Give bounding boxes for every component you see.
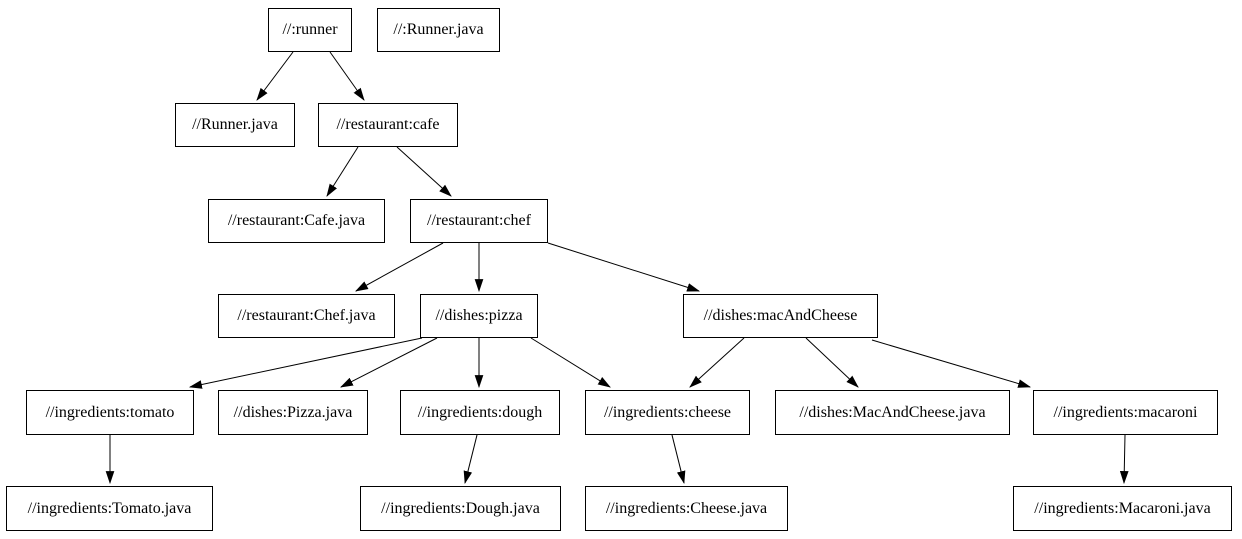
graph-node-runner-java: //Runner.java [175, 103, 295, 147]
edge-group [105, 51, 1129, 485]
graph-node-label: //restaurant:cafe [336, 116, 440, 133]
edge-cheese-to-cheese-java [671, 434, 686, 485]
graph-node-macaroni: //ingredients:macaroni [1033, 390, 1218, 435]
graph-node-runner: //:runner [268, 8, 352, 52]
graph-node-cafe-java: //restaurant:Cafe.java [208, 199, 385, 243]
graph-node-label: //ingredients:Dough.java [381, 499, 540, 517]
graph-node-label: //restaurant:chef [427, 212, 531, 229]
graph-node-cheese-java: //ingredients:Cheese.java [585, 486, 788, 531]
graph-node-runner-java-top: //:Runner.java [377, 8, 500, 52]
graph-node-label: //ingredients:Macaroni.java [1034, 499, 1211, 517]
graph-node-label: //restaurant:Cafe.java [227, 212, 366, 229]
graph-node-chef-java: //restaurant:Chef.java [218, 294, 395, 338]
graph-node-label: //dishes:pizza [435, 307, 523, 324]
graph-node-label: //Runner.java [192, 116, 278, 133]
graph-node-tomato-java: //ingredients:Tomato.java [6, 486, 213, 531]
edge-chef-to-mac-and-cheese [547, 242, 701, 292]
graph-node-label: //ingredients:cheese [603, 403, 732, 421]
graph-node-mac-java: //dishes:MacAndCheese.java [775, 390, 1010, 435]
edge-dough-to-dough-java [463, 434, 478, 485]
graph-node-label: //:runner [282, 21, 338, 38]
graph-node-label: //ingredients:macaroni [1053, 403, 1198, 421]
graph-node-pizza-java: //dishes:Pizza.java [218, 390, 368, 435]
graph-node-label: //:Runner.java [393, 21, 484, 38]
graph-node-dough: //ingredients:dough [400, 390, 560, 435]
edge-runner-to-runner-java [256, 51, 294, 101]
graph-node-label: //dishes:Pizza.java [233, 403, 353, 421]
edge-runner-to-cafe [329, 51, 365, 101]
graph-node-label: //ingredients:Tomato.java [27, 499, 192, 517]
edge-pizza-to-cheese [530, 337, 611, 388]
graph-node-label: //dishes:macAndCheese [703, 307, 858, 324]
edge-macaroni-to-macaroni-java [1119, 434, 1129, 485]
graph-node-mac-and-cheese: //dishes:macAndCheese [683, 294, 878, 338]
edge-mac-and-cheese-to-mac-java [805, 337, 859, 388]
edge-cafe-to-cafe-java [326, 146, 359, 197]
graph-node-cafe: //restaurant:cafe [318, 103, 458, 147]
edge-pizza-to-pizza-java [340, 337, 438, 388]
graph-node-cheese: //ingredients:cheese [585, 390, 750, 435]
graph-node-tomato: //ingredients:tomato [26, 390, 194, 435]
graph-node-dough-java: //ingredients:Dough.java [360, 486, 561, 531]
graph-node-label: //dishes:MacAndCheese.java [799, 403, 986, 421]
graph-node-chef: //restaurant:chef [410, 199, 548, 243]
edge-cafe-to-chef [396, 146, 452, 197]
graph-node-label: //ingredients:dough [417, 403, 543, 421]
graph-node-pizza: //dishes:pizza [420, 294, 538, 338]
edge-mac-and-cheese-to-macaroni [871, 339, 1032, 388]
edge-chef-to-chef-java [355, 242, 444, 292]
graph-node-label: //ingredients:tomato [45, 403, 175, 421]
graph-node-label: //ingredients:Cheese.java [605, 499, 768, 517]
edge-pizza-to-tomato [188, 337, 423, 389]
graph-node-label: //restaurant:Chef.java [237, 307, 376, 324]
edge-mac-and-cheese-to-cheese [689, 337, 745, 388]
graph-node-macaroni-java: //ingredients:Macaroni.java [1013, 486, 1232, 531]
